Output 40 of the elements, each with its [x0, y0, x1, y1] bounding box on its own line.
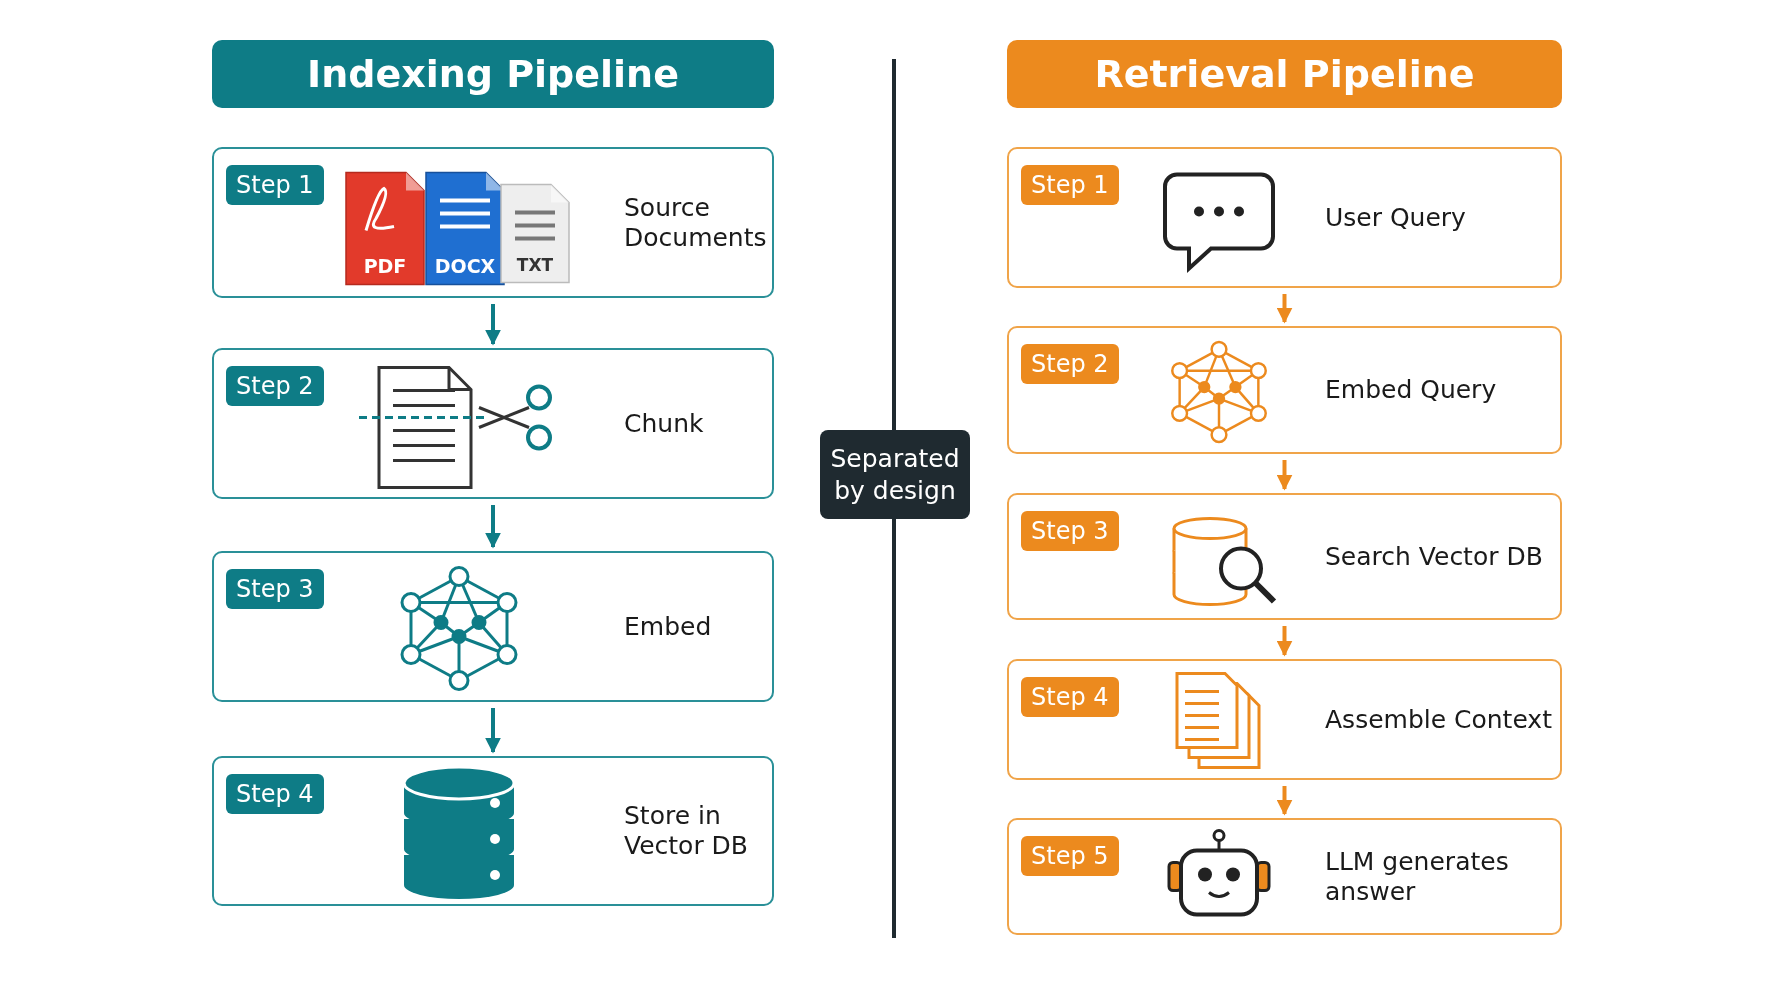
step-title: Source Documents	[624, 192, 764, 253]
arrow	[1276, 460, 1293, 491]
step-label: Step 4	[1021, 677, 1119, 717]
step-card	[212, 147, 774, 298]
pipeline-header: Retrieval Pipeline	[1007, 40, 1562, 108]
step-label: Step 1	[226, 165, 324, 205]
step-label: Step 4	[226, 774, 324, 814]
step-card	[1007, 493, 1562, 620]
step-title: User Query	[1325, 202, 1467, 233]
step-card	[212, 756, 774, 906]
separator-badge: Separated by design	[820, 430, 970, 519]
file-type-label: DOCX	[434, 254, 496, 277]
pipeline-header: Indexing Pipeline	[212, 40, 774, 108]
arrow	[1276, 626, 1293, 657]
step-title: Chunk	[624, 408, 705, 439]
step-card	[212, 348, 774, 499]
step-label: Step 5	[1021, 836, 1119, 876]
step-card	[212, 551, 774, 702]
step-label: Step 2	[1021, 344, 1119, 384]
step-label: Step 3	[226, 569, 324, 609]
step-card	[1007, 818, 1562, 935]
step-label: Step 3	[1021, 511, 1119, 551]
arrow	[1276, 294, 1293, 324]
step-title: Search Vector DB	[1325, 541, 1544, 572]
step-title: Embed Query	[1325, 375, 1498, 405]
step-label: Step 1	[1021, 165, 1119, 205]
step-card	[1007, 326, 1562, 454]
step-label: Step 2	[226, 366, 324, 406]
step-title: Store in Vector DB	[624, 801, 749, 861]
step-title: Assemble Context	[1325, 704, 1552, 735]
arrow	[1276, 786, 1293, 816]
arrow	[485, 304, 501, 346]
step-card	[1007, 147, 1562, 288]
arrow	[485, 505, 501, 549]
step-title: Embed	[624, 611, 713, 642]
file-type-label: TXT	[516, 254, 554, 275]
step-title: LLM generates answer	[1325, 846, 1510, 907]
file-type-label: PDF	[363, 254, 407, 277]
arrow	[485, 708, 501, 754]
step-card	[1007, 659, 1562, 780]
